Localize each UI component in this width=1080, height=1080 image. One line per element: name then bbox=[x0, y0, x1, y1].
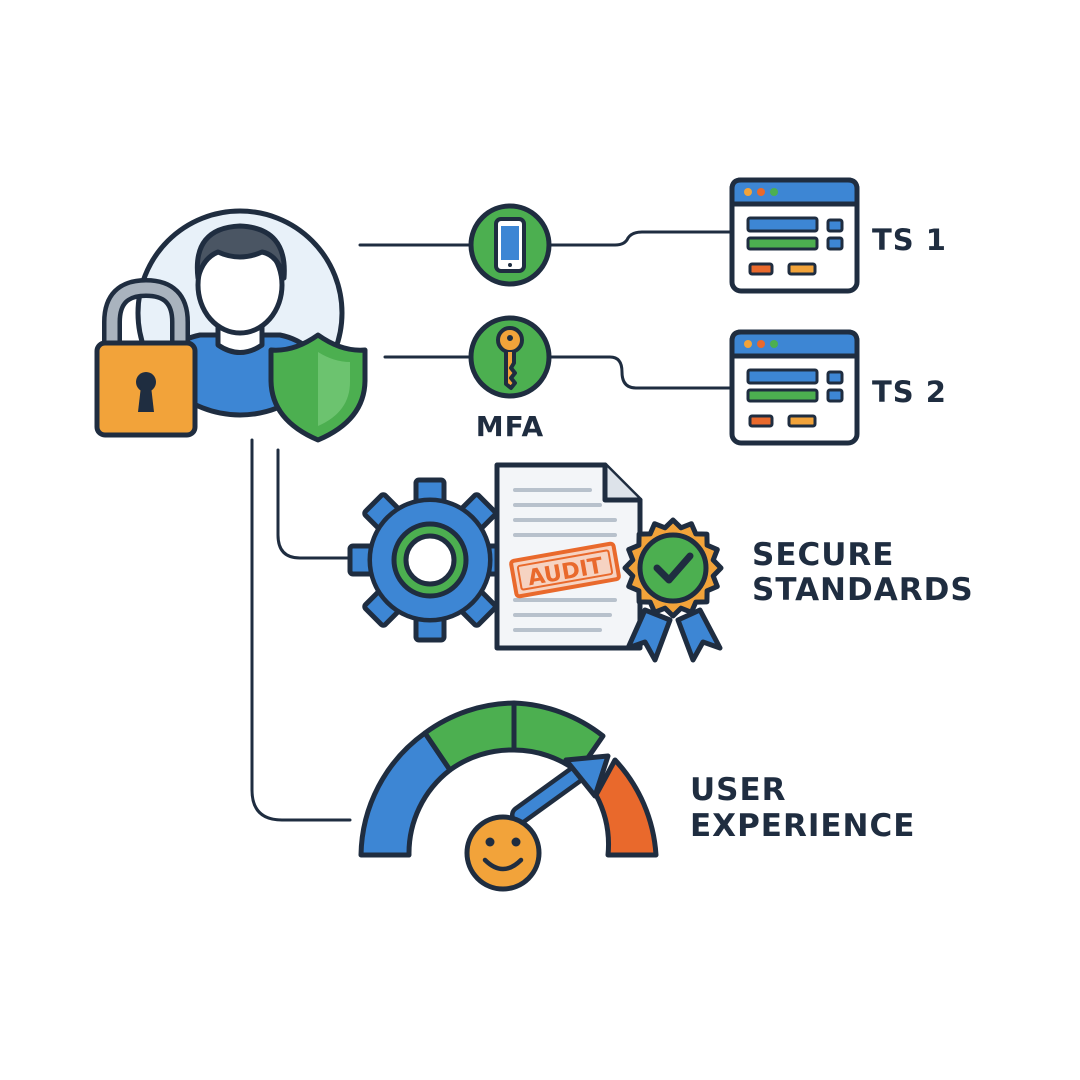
connector-user-to-user-experience bbox=[250, 438, 352, 822]
ts2-label: TS 2 bbox=[872, 375, 947, 409]
ts1-group: TS 1 bbox=[729, 177, 947, 294]
connector-key-to-ts2 bbox=[548, 355, 734, 390]
user-experience-label-line1: USER bbox=[690, 772, 787, 808]
document-icon: AUDIT bbox=[494, 462, 643, 651]
browser-window-icon bbox=[729, 329, 860, 446]
user-experience-label-line2: EXPERIENCE bbox=[690, 808, 915, 844]
browser-window-icon bbox=[729, 177, 860, 294]
mfa-label: MFA bbox=[476, 410, 544, 443]
ts2-group: TS 2 bbox=[729, 329, 947, 446]
gear-icon bbox=[347, 477, 513, 643]
connector-lines bbox=[250, 230, 734, 822]
secure-standards-label-line1: SECURE bbox=[752, 537, 894, 573]
gauge-icon bbox=[358, 700, 659, 858]
user-cluster bbox=[94, 208, 368, 443]
ts1-label: TS 1 bbox=[872, 223, 947, 257]
up-arrow-icon bbox=[510, 753, 611, 825]
mfa-group: MFA bbox=[468, 203, 552, 443]
connector-user-to-secure-standards bbox=[276, 448, 352, 560]
key-icon bbox=[468, 315, 552, 399]
audit-stamp: AUDIT bbox=[509, 541, 621, 599]
smartphone-icon bbox=[468, 203, 552, 287]
shield-icon bbox=[268, 332, 368, 443]
secure-standards-label-line2: STANDARDS bbox=[752, 572, 974, 608]
smiley-icon bbox=[464, 814, 542, 892]
connector-phone-to-ts1 bbox=[548, 230, 734, 247]
secure-standards-group: AUDIT SECURE STANDARDS bbox=[347, 462, 974, 663]
user-experience-group: USER EXPERIENCE bbox=[358, 700, 915, 892]
certified-badge-icon bbox=[622, 517, 724, 663]
padlock-icon bbox=[94, 277, 198, 438]
